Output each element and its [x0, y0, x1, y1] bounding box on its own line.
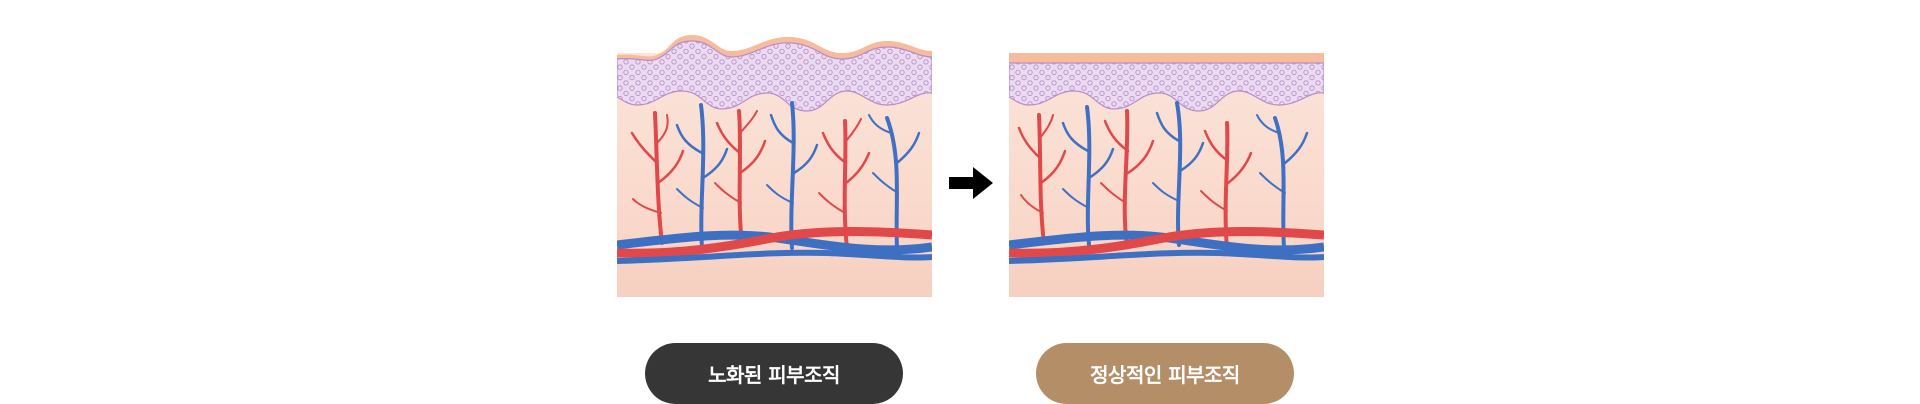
normal-skin-label: 정상적인 피부조직 [1036, 343, 1294, 404]
aged-skin-diagram [617, 35, 932, 297]
vein-capillaries [1061, 101, 1309, 250]
normal-skin-illustration [1009, 33, 1324, 297]
lower-vein [617, 249, 932, 264]
skin-surface [1009, 53, 1324, 63]
main-artery [617, 227, 932, 258]
normal-skin-diagram [1009, 53, 1324, 297]
artery-capillaries [630, 109, 871, 250]
epidermis-layer [617, 40, 932, 112]
right-arrow-icon [949, 167, 993, 199]
epidermis-layer [1009, 62, 1324, 112]
main-artery [1009, 227, 1324, 258]
lower-vein [1009, 249, 1324, 264]
aged-skin-illustration [617, 33, 932, 297]
aged-skin-label: 노화된 피부조직 [645, 343, 903, 404]
